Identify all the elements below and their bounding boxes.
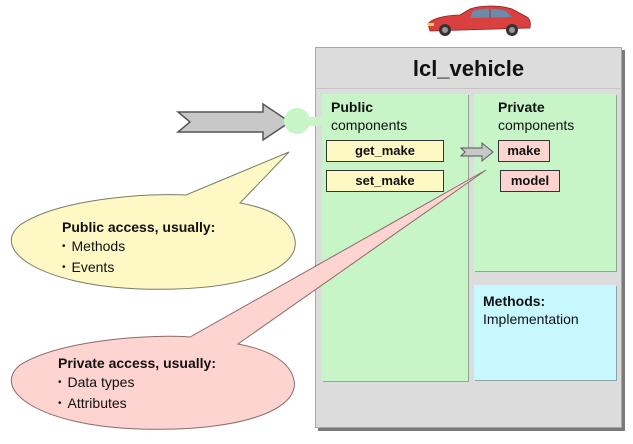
public-heading: Public [331,99,374,115]
internal-access-arrow [459,141,494,163]
methods-implementation-panel [474,285,616,380]
private-callout-shape [10,169,487,430]
method-set-make[interactable]: set_make [326,170,444,192]
class-name: lcl_vehicle [315,47,622,89]
input-arrow [175,102,292,142]
public-callout-item: Events [62,258,215,279]
private-callout-item: Data types [58,373,216,394]
public-callout-heading: Public access, usually: [62,219,216,235]
attribute-model[interactable]: model [500,170,560,192]
public-subheading: components [331,117,408,133]
method-get-make[interactable]: get_make [326,140,444,162]
public-callout-item: Methods [62,237,215,258]
public-callout: Public access, usually: Methods Events [62,218,215,279]
private-subheading: components [498,117,575,133]
private-callout-heading: Private access, usually: [58,355,216,371]
private-heading: Private [498,99,545,115]
attribute-make[interactable]: make [498,140,550,162]
methods-heading: Methods: [483,293,546,309]
methods-subheading: Implementation [483,311,579,327]
private-callout: Private access, usually: Data types Attr… [58,354,216,415]
private-callout-item: Attributes [58,394,216,415]
interface-connector-circle [284,108,310,134]
car-icon [427,5,531,36]
